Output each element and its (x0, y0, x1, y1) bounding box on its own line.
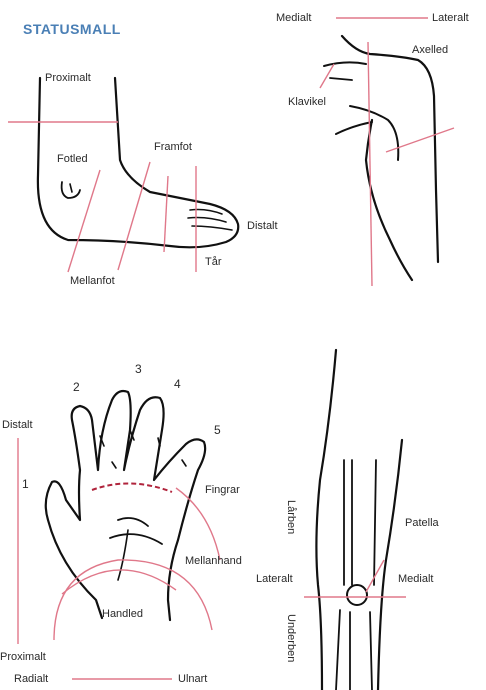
shoulder-label-axelled: Axelled (412, 45, 448, 56)
shoulder-label-medialt: Medialt (276, 13, 311, 24)
hand-label-radialt: Radialt (14, 674, 48, 685)
leg-label-underben: Underben (285, 614, 296, 662)
finger-number-3: 3 (135, 363, 142, 375)
hand-knuckle-line (92, 483, 172, 492)
hand-label-ulnart: Ulnart (178, 674, 207, 685)
hand-label-handled: Handled (102, 609, 143, 620)
knee-label-lateralt: Lateralt (256, 574, 293, 585)
leg-outline (316, 350, 402, 690)
foot-forefoot-line (118, 162, 150, 270)
foot-label-fotled: Fotled (57, 154, 88, 165)
finger-number-4: 4 (174, 378, 181, 390)
hand-label-mellanhand: Mellanhand (185, 556, 242, 567)
knee-label-medialt: Medialt (398, 574, 433, 585)
foot-label-distalt: Distalt (247, 221, 278, 232)
foot-label-framfot: Framfot (154, 142, 192, 153)
clavicle-pointer-line (320, 64, 334, 88)
hand-label-proximalt: Proximalt (0, 652, 46, 663)
foot-label-tar: Tår (205, 257, 222, 268)
foot-label-mellanfot: Mellanfot (70, 276, 115, 287)
hand-label-distalt: Distalt (2, 420, 33, 431)
hand-wrist-outer-arc (54, 560, 212, 640)
leg-label-larben: Lårben (285, 500, 296, 534)
finger-number-2: 2 (73, 381, 80, 393)
shoulder-vertical-line (368, 42, 372, 286)
finger-number-1: 1 (22, 478, 29, 490)
foot-midfoot-line (68, 170, 100, 272)
finger-number-5: 5 (214, 424, 221, 436)
foot-forefoot-line-2 (164, 176, 168, 252)
knee-label-patella: Patella (405, 518, 439, 529)
foot-label-proximalt: Proximalt (45, 73, 91, 84)
shoulder-label-lateralt: Lateralt (432, 13, 469, 24)
shoulder-label-klavikel: Klavikel (288, 97, 326, 108)
hand-label-fingrar: Fingrar (205, 485, 240, 496)
shoulder-outline (324, 36, 438, 280)
